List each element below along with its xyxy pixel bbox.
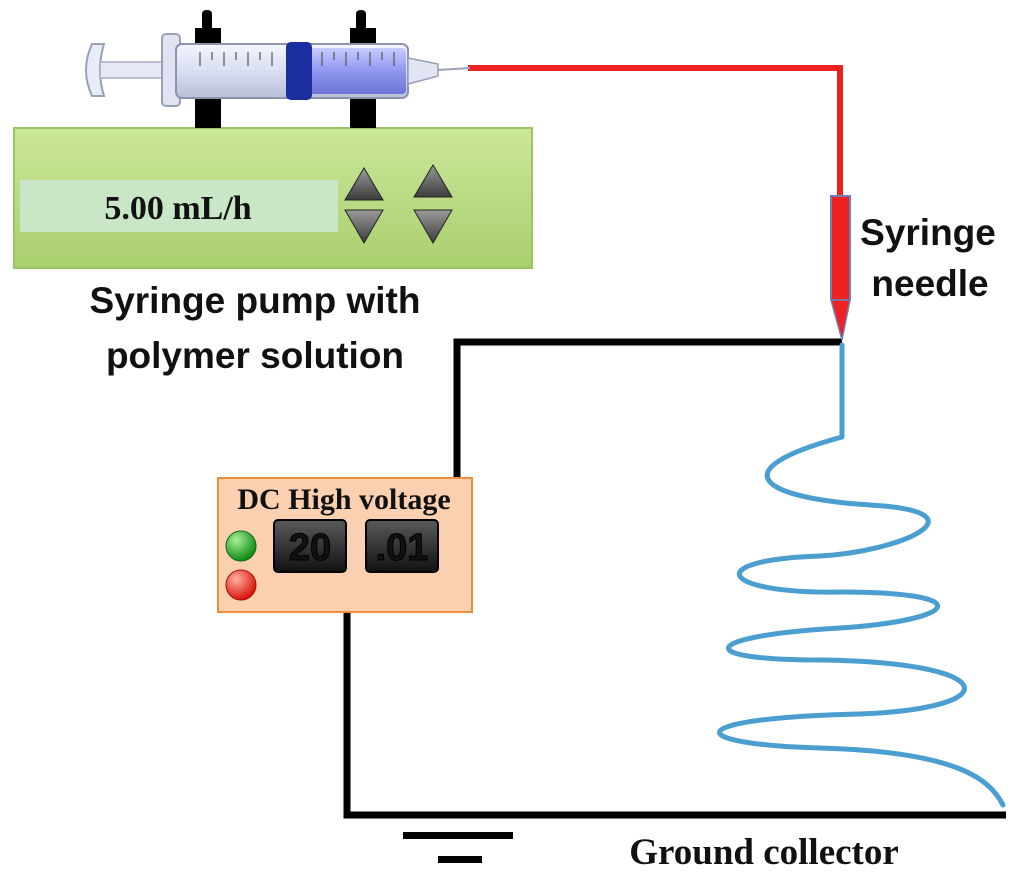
syringe-icon [85,33,471,107]
dc-power-supply: DC High voltage 20 .01 [217,477,473,613]
pump-button-group-1[interactable] [344,167,384,245]
collector-label: Ground collector [629,832,899,873]
pump-button-group-2[interactable] [413,164,453,245]
ground-wire [343,612,1006,819]
arrow-up-icon[interactable] [344,167,384,201]
pump-label-line1: Syringe pump with [90,280,421,321]
digit-display-minor [365,519,439,573]
digit-major: 20 [289,527,331,569]
arrow-down-icon[interactable] [344,209,384,245]
pump-label-line2: polymer solution [106,335,404,376]
wires [343,65,1006,819]
pump-display [20,180,338,232]
power-supply-title: DC High voltage [237,483,450,516]
arrow-up-icon[interactable] [413,164,453,198]
fiber-jet [717,342,1006,808]
syringe-needle [830,195,851,341]
indicator-light-icon [225,530,257,562]
digit-display-major [273,519,347,573]
feed-line [468,65,843,200]
pump-rate: 5.00 mL/h [104,190,251,227]
syringe-pump: 5.00 mL/h [13,127,533,269]
needle-label-line1: Syringe [860,212,996,253]
hv-wire-to-needle [453,338,842,478]
needle-label-line2: needle [871,263,988,304]
ground-symbol-icon [403,832,513,863]
indicator-light-icon [225,569,257,601]
digit-minor: .01 [376,527,429,569]
arrow-down-icon[interactable] [413,209,453,245]
